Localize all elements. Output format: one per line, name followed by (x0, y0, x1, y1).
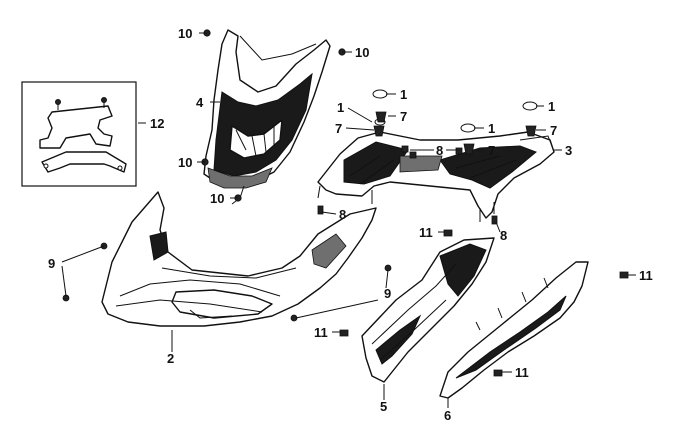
part-side-cover-left (361, 237, 495, 383)
callout-11: 11 (419, 225, 433, 240)
callout-8: 8 (436, 143, 443, 158)
callout-10: 10 (355, 45, 369, 60)
callout-7: 7 (400, 109, 407, 124)
screw-icon (339, 329, 349, 337)
callout-1: 1 (488, 121, 495, 136)
callout-5: 5 (380, 399, 387, 414)
callout-12: 12 (150, 116, 164, 131)
screw-icon (619, 271, 629, 279)
clip-icon (401, 145, 409, 153)
callout-10: 10 (210, 191, 224, 206)
callout-1: 1 (548, 99, 555, 114)
callout-8: 8 (339, 207, 346, 222)
callout-10: 10 (178, 155, 192, 170)
bracket-upper (39, 97, 113, 149)
callout-8: 8 (500, 228, 507, 243)
clip-icon (491, 215, 498, 225)
part-center-frame (317, 131, 555, 222)
inset-bracket-panel (21, 81, 137, 187)
cap-icon (372, 89, 388, 99)
clip-icon (317, 205, 324, 215)
cap-icon (460, 123, 476, 133)
callout-11: 11 (515, 365, 529, 380)
grommet-icon (463, 143, 475, 155)
part-floor-panel (101, 191, 377, 327)
callout-1: 1 (400, 87, 407, 102)
callout-labels: 10 10 10 10 4 12 1 1 1 1 7 7 7 7 8 8 8 3… (48, 26, 653, 423)
callout-11: 11 (314, 325, 328, 340)
callout-7: 7 (335, 121, 342, 136)
part-front-upper-cover (203, 29, 331, 205)
cap-icon (522, 101, 538, 111)
screw-icon (443, 229, 453, 237)
screw-icon (493, 369, 503, 377)
callout-6: 6 (444, 408, 451, 423)
callout-3: 3 (565, 143, 572, 158)
callout-7: 7 (488, 143, 495, 158)
callout-9: 9 (48, 256, 55, 271)
grommet-icon (525, 125, 537, 137)
clip-icon (409, 151, 417, 159)
part-side-cover-right (439, 261, 589, 399)
callout-4: 4 (196, 95, 204, 110)
grommet-icon (375, 111, 387, 123)
callout-11: 11 (639, 268, 653, 283)
callout-2: 2 (167, 351, 174, 366)
callout-1: 1 (337, 100, 344, 115)
grommet-icon (373, 125, 385, 137)
leader-lines (61, 32, 636, 408)
clip-icon (455, 147, 463, 155)
callout-10: 10 (178, 26, 192, 41)
bracket-lower (41, 151, 127, 173)
callout-7: 7 (550, 123, 557, 138)
callout-9: 9 (384, 286, 391, 301)
